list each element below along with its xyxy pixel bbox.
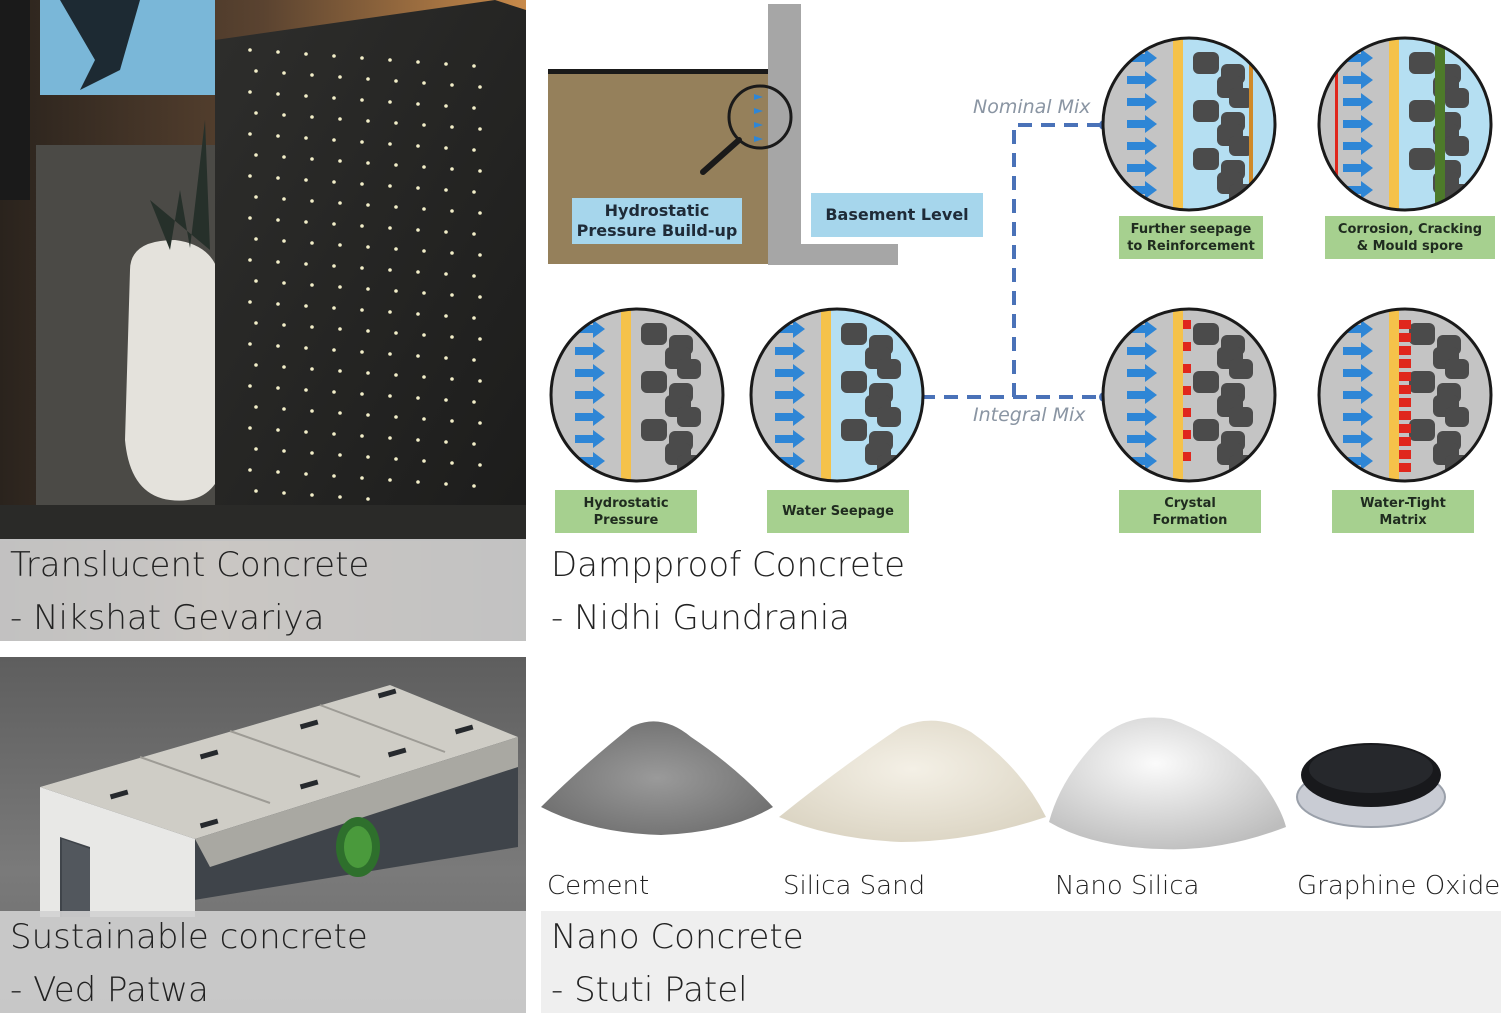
water-tight-label: Water-Tight Matrix [1332,490,1474,533]
translucent-concrete-panel: Translucent Concrete - Nikshat Gevariya [0,0,526,641]
translucent-concrete-photo [0,0,526,541]
section-water-tight [1317,307,1493,483]
cement-pile [541,721,773,835]
graphine-oxide-dish [1296,743,1446,828]
basement-level-label: Basement Level [811,193,983,237]
panel-author: - Stuti Patel [551,970,748,1010]
basement-floor [768,244,898,265]
panel-title: Sustainable concrete [10,917,368,957]
panel-title: Translucent Concrete [10,545,370,585]
section-corrosion [1317,36,1493,212]
hydrostatic-buildup-label: Hydrostatic Pressure Build-up [572,198,742,244]
light-fiber-dots [248,48,482,501]
nano-materials-photos [541,717,1446,850]
translucent-caption: Translucent Concrete - Nikshat Gevariya [0,539,526,641]
sustainable-caption: Sustainable concrete - Ved Patwa [0,911,526,1013]
corrosion-label: Corrosion, Cracking & Mould spore [1325,216,1495,259]
panel-author: - Ved Patwa [10,970,209,1010]
panel-title: Dampproof Concrete [551,545,906,585]
basement-wall [768,4,801,244]
section-further-seepage [1101,36,1277,212]
mix-connectors [921,123,1101,399]
panel-title: Nano Concrete [551,917,804,957]
sustainable-concrete-render [40,685,518,917]
section-water-seepage [749,307,925,483]
dampproof-diagram [548,4,1493,483]
integral-mix-label: Integral Mix [973,404,1086,426]
sustainable-concrete-panel: Sustainable concrete - Ved Patwa [0,657,526,1013]
magnifier-icon [700,84,793,175]
material-label-nano-silica: Nano Silica [1055,871,1200,901]
crystal-formation-label: Crystal Formation [1119,490,1261,533]
nominal-mix-label: Nominal Mix [973,96,1091,118]
section-crystal-formation [1101,307,1277,483]
section-hydrostatic [549,307,725,483]
dampproof-concrete-panel: Hydrostatic Pressure Build-up Basement L… [541,0,1501,641]
water-seepage-label: Water Seepage [767,490,909,533]
nano-silica-pile [1049,717,1286,850]
material-label-graphine-oxide: Graphine Oxide [1297,871,1501,901]
further-seepage-label: Further seepage to Reinforcement [1119,216,1263,259]
material-label-cement: Cement [547,871,650,901]
panel-author: - Nikshat Gevariya [10,598,325,638]
nano-caption: Nano Concrete - Stuti Patel [541,911,1501,1013]
panel-author: - Nidhi Gundrania [551,598,851,638]
dampproof-caption: Dampproof Concrete - Nidhi Gundrania [541,539,1501,641]
silica-sand-pile [779,720,1046,842]
nano-concrete-panel: Cement Silica Sand Nano Silica Graphine … [541,657,1501,1013]
material-label-silica-sand: Silica Sand [783,871,926,901]
hydrostatic-pressure-label: Hydrostatic Pressure [555,490,697,533]
